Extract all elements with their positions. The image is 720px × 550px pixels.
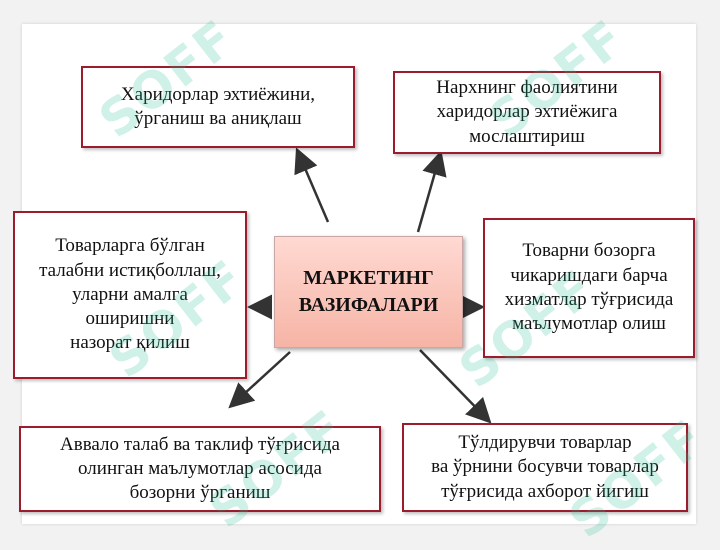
center-box-title: МАРКЕТИНГ ВАЗИФАЛАРИ (274, 236, 463, 348)
arrow-to-top-left (294, 147, 330, 223)
arrow-to-bottom-right (419, 349, 492, 424)
box-top-left: Харидорлар эхтиёжини, ўрганиш ва аниқлаш (81, 66, 355, 148)
box-top-right: Нархнинг фаолиятини харидорлар эхтиёжига… (393, 71, 661, 154)
box-bottom-left: Аввало талаб ва таклиф тўғрисида олинган… (19, 426, 381, 512)
box-mid-right: Товарни бозорга чикаришдаги барча хизмат… (483, 218, 695, 358)
arrow-to-top-right (416, 150, 447, 233)
box-mid-left: Товарларга бўлган талабни истиқболлаш, у… (13, 211, 247, 379)
box-bottom-right: Тўлдирувчи товарлар ва ўрнини босувчи то… (402, 423, 688, 512)
arrow-to-bottom-left (228, 351, 291, 409)
